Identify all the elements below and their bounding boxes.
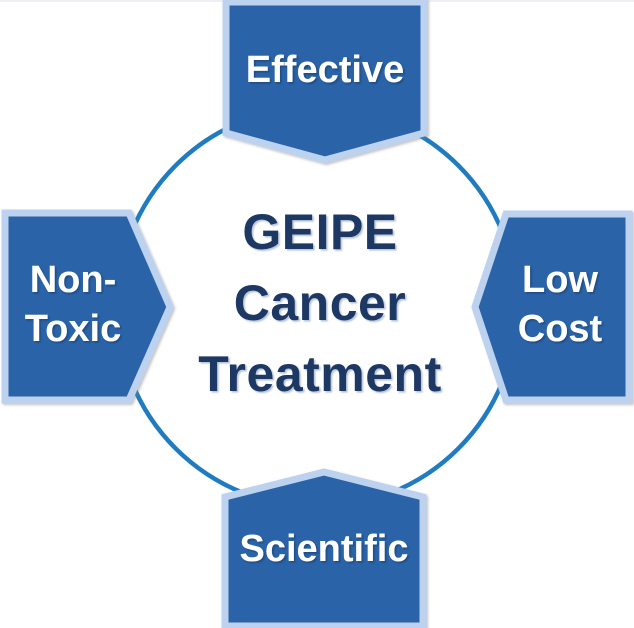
node-non-toxic-shape[interactable] — [1, 209, 174, 404]
node-scientific[interactable]: Scientific — [221, 468, 427, 628]
node-scientific-label: Scientific — [240, 528, 409, 570]
node-non-toxic-label-line-2: Toxic — [25, 308, 121, 350]
center-title-line-3: Treatment — [198, 346, 441, 402]
node-low-cost-label-line-1: Low — [522, 259, 598, 301]
center-title: GEIPE Cancer Treatment — [198, 204, 441, 402]
node-non-toxic-label-line-1: Non- — [30, 259, 117, 301]
node-low-cost[interactable]: Low Cost — [471, 210, 633, 404]
node-effective-shape[interactable] — [222, 0, 428, 164]
center-title-line-2: Cancer — [234, 275, 407, 331]
node-scientific-shape[interactable] — [221, 468, 427, 628]
node-low-cost-label-line-2: Cost — [518, 308, 603, 350]
node-effective-label: Effective — [246, 49, 404, 91]
node-non-toxic[interactable]: Non- Toxic — [1, 209, 174, 404]
node-effective[interactable]: Effective — [222, 0, 428, 164]
node-low-cost-shape[interactable] — [471, 210, 633, 404]
center-title-line-1: GEIPE — [242, 204, 397, 260]
